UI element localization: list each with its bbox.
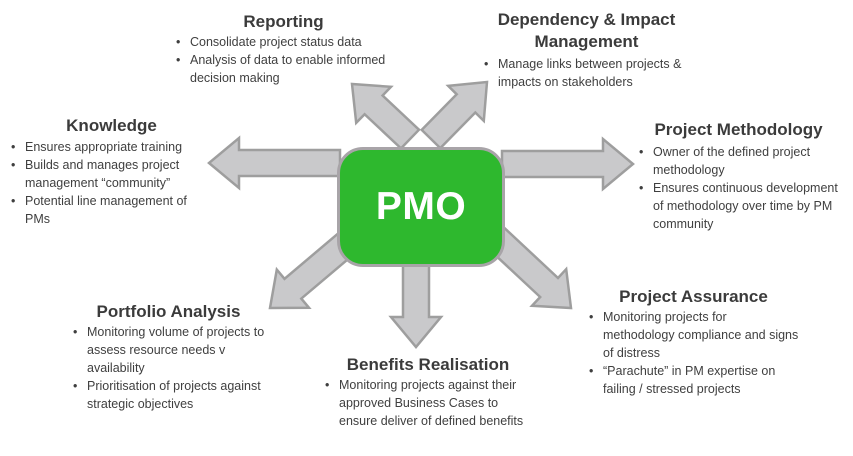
bullet-item: “Parachute” in PM expertise on failing /… [586, 362, 801, 398]
section-title-assurance: Project Assurance [619, 287, 768, 306]
bullet-list-methodology: Owner of the defined project methodology… [636, 143, 841, 233]
section-title-knowledge: Knowledge [66, 116, 157, 135]
pmo-label: PMO [375, 185, 467, 228]
bullet-item: Analysis of data to enable informed deci… [173, 51, 394, 87]
arrow-down-icon [388, 262, 444, 349]
arrow-right-icon [500, 136, 635, 192]
bullet-list-reporting: Consolidate project status data Analysis… [173, 33, 394, 87]
bullet-item: Consolidate project status data [173, 33, 394, 51]
bullet-item: Ensures appropriate training [8, 138, 215, 156]
arrow-down-right-icon [484, 225, 573, 310]
arrow-left-icon [207, 135, 342, 191]
arrow-up-left-icon [350, 82, 421, 151]
bullet-item: Builds and manages project management “c… [8, 156, 215, 192]
bullet-list-assurance: Monitoring projects for methodology comp… [586, 308, 801, 398]
section-title-reporting: Reporting [243, 12, 324, 31]
bullet-item: Monitoring projects for methodology comp… [586, 308, 801, 362]
arrow-up-right-icon [419, 80, 489, 150]
section-title-dependency: Dependency & Impact Management [497, 10, 676, 51]
bullet-list-benefits: Monitoring projects against their approv… [322, 376, 534, 430]
bullet-item: Monitoring volume of projects to assess … [70, 323, 267, 377]
bullet-item: Owner of the defined project methodology [636, 143, 841, 179]
bullet-item: Potential line management of PMs [8, 192, 215, 228]
section-title-methodology: Project Methodology [654, 120, 823, 139]
bullet-item: Prioritisation of projects against strat… [70, 377, 267, 413]
section-benefits-realisation: Benefits Realisation Monitoring projects… [322, 355, 534, 430]
section-project-methodology: Project Methodology Owner of the defined… [636, 120, 841, 233]
pmo-center-box: PMO [337, 147, 505, 267]
section-title-benefits: Benefits Realisation [346, 355, 510, 374]
bullet-item: Monitoring projects against their approv… [322, 376, 534, 430]
section-dependency-impact-management: Dependency & Impact Management Manage li… [481, 9, 692, 91]
bullet-list-knowledge: Ensures appropriate training Builds and … [8, 138, 215, 228]
bullet-list-portfolio: Monitoring volume of projects to assess … [70, 323, 267, 413]
section-portfolio-analysis: Portfolio Analysis Monitoring volume of … [70, 302, 267, 413]
section-knowledge: Knowledge Ensures appropriate training B… [8, 116, 215, 228]
bullet-item: Ensures continuous development of method… [636, 179, 841, 233]
bullet-list-dependency: Manage links between projects & impacts … [481, 55, 692, 91]
section-title-portfolio: Portfolio Analysis [96, 302, 241, 321]
section-project-assurance: Project Assurance Monitoring projects fo… [586, 287, 801, 398]
bullet-item: Manage links between projects & impacts … [481, 55, 692, 91]
section-reporting: Reporting Consolidate project status dat… [173, 12, 394, 87]
